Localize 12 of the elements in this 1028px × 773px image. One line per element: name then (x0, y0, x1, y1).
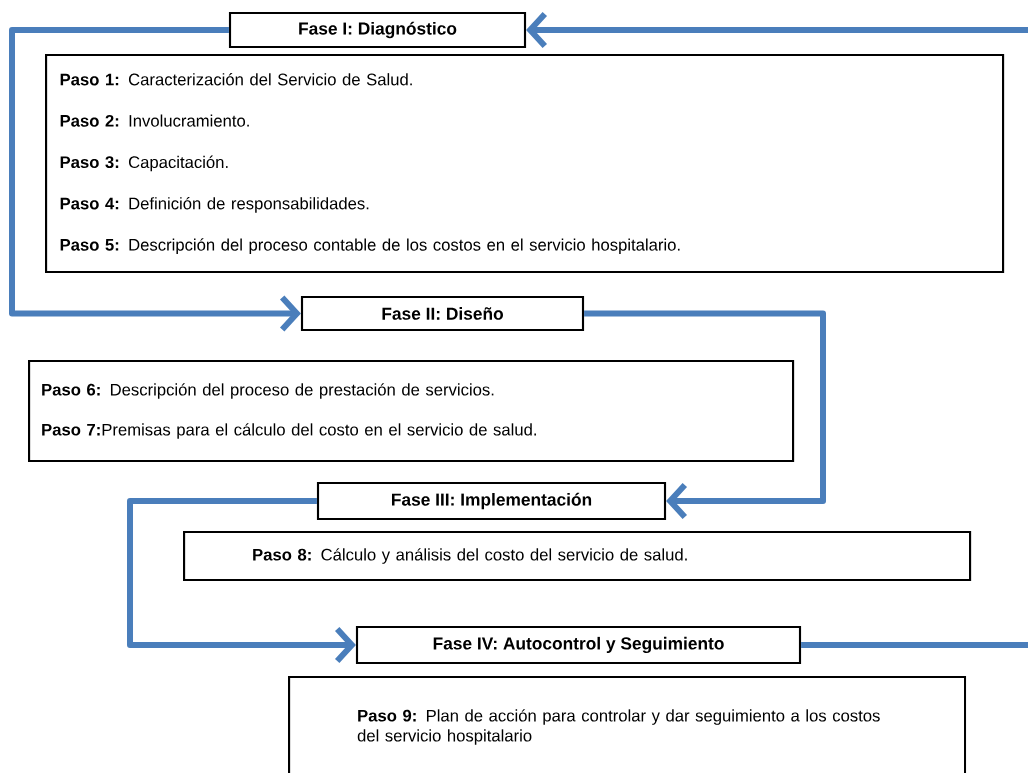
step-list-box: Paso 1: Caracterización del Servicio de Salud. Paso 2: Involucramiento. Paso 3: Capacitación. Paso 4: Definición de responsabilidades. Paso 5: Descripción del proceso contable de los costos en el servicio hospitalario. (45, 53, 1005, 274)
arrow (9, 27, 301, 332)
arrow (127, 498, 356, 664)
step-list-box: Paso 6: Descripción del proceso de prestación de servicios. Paso 7:Premisas para el cálculo del costo en el servicio de salud. (28, 359, 795, 463)
arrow (526, 11, 1028, 648)
phase-box: Fase IV: Autocontrol y Seguimiento (355, 625, 802, 665)
phase-box: Fase II: Diseño (300, 295, 585, 332)
phase-box: Fase I: Diagnóstico (228, 11, 527, 49)
arrow (584, 310, 826, 519)
phase-box: Fase III: Implementación (316, 481, 667, 521)
step-list-box: Paso 8: Cálculo y análisis del costo del servicio de salud. (183, 530, 972, 582)
step-box: Paso 9: Plan de acción para controlar y dar seguimiento a los costos del servicio hospitalario (288, 675, 967, 773)
